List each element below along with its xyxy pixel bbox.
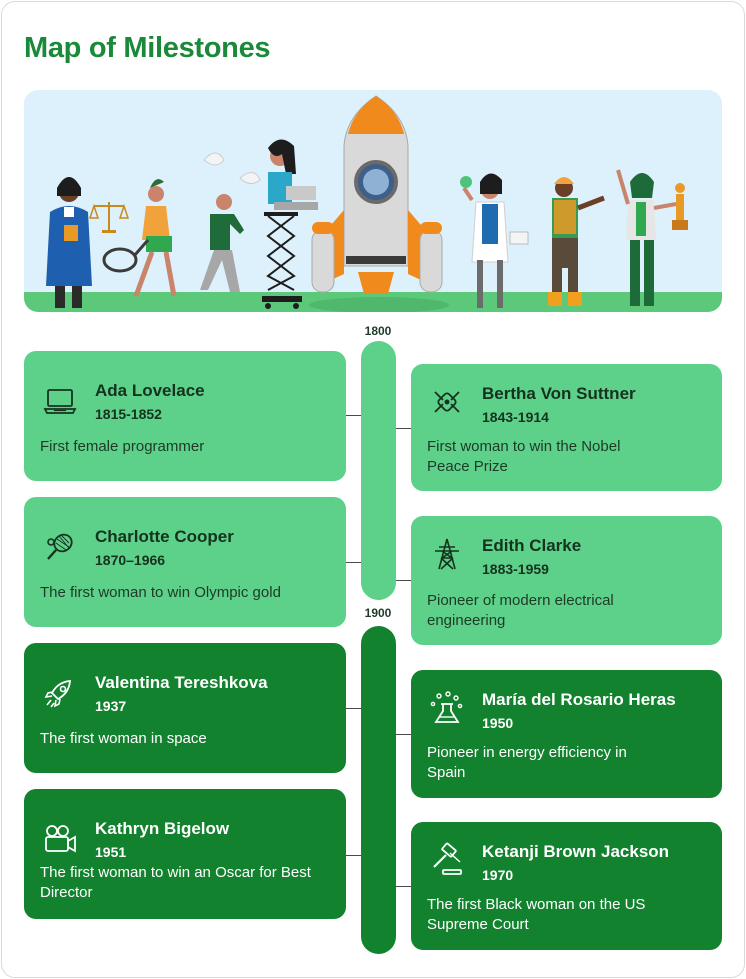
flask-icon (430, 691, 463, 723)
connector (346, 562, 361, 563)
milestone-name: María del Rosario Heras (482, 690, 676, 709)
milestone-description: The first Black woman on the US Supreme … (427, 896, 646, 933)
milestone-description: Pioneer in energy efficiency in Spain (427, 744, 627, 781)
milestone-name: Charlotte Cooper (95, 527, 234, 546)
milestone-card-charlotte-cooper: Charlotte Cooper 1870–1966 The first wom… (24, 497, 346, 627)
rocket-figure (311, 95, 443, 294)
page-title: Map of Milestones (24, 32, 271, 64)
milestone-years: 1843-1914 (482, 409, 549, 425)
dove-icon (434, 391, 460, 413)
connector (396, 886, 411, 887)
milestone-description: First female programmer (40, 438, 205, 455)
laptop-icon (43, 389, 77, 414)
connector (396, 734, 411, 735)
milestone-name: Bertha Von Suttner (482, 384, 636, 403)
milestone-years: 1951 (95, 844, 127, 860)
milestone-name: Edith Clarke (482, 536, 582, 555)
connector (346, 708, 361, 709)
milestone-description: The first woman to win Olympic gold (40, 584, 281, 601)
milestone-card-bertha-von-suttner: Bertha Von Suttner 1843-1914 First woman… (411, 364, 722, 491)
milestone-card-ada-lovelace: Ada Lovelace 1815-1852 First female prog… (24, 351, 346, 481)
movie-camera-icon (45, 825, 76, 853)
gavel-icon (433, 842, 462, 875)
milestone-years: 1883-1959 (482, 561, 549, 577)
milestone-card-edith-clarke: Edith Clarke 1883-1959 Pioneer of modern… (411, 516, 722, 645)
connector (396, 428, 411, 429)
milestone-name: Kathryn Bigelow (95, 819, 230, 838)
milestone-name: Ada Lovelace (95, 381, 205, 400)
milestone-description: The first woman in space (40, 730, 207, 747)
era-label-1800: 1800 (364, 324, 392, 338)
timeline-bar-1900 (361, 626, 396, 954)
milestone-card-valentina-tereshkova: Valentina Tereshkova 1937 The first woma… (24, 643, 346, 773)
connector (346, 855, 361, 856)
power-tower-icon (435, 538, 459, 570)
milestone-card-maria-del-rosario-heras: María del Rosario Heras 1950 Pioneer in … (411, 670, 722, 798)
connector (396, 580, 411, 581)
era-label-1900: 1900 (364, 606, 392, 620)
milestone-years: 1815-1852 (95, 406, 162, 422)
milestone-name: Ketanji Brown Jackson (482, 842, 670, 861)
trophy-figure (616, 169, 688, 306)
judge-figure (46, 177, 130, 308)
tennis-racket-icon (47, 533, 73, 560)
worker-figure (548, 177, 605, 306)
milestone-name: Valentina Tereshkova (95, 673, 268, 692)
milestone-years: 1950 (482, 715, 514, 731)
milestone-years: 1870–1966 (95, 552, 166, 568)
milestone-description: First woman to win the Nobel Peace Prize (427, 438, 621, 475)
milestone-card-ketanji-brown-jackson: Ketanji Brown Jackson 1970 The first Bla… (411, 822, 722, 950)
lift-figure (262, 139, 318, 309)
milestone-years: 1937 (95, 698, 127, 714)
timeline-bar-1800 (361, 341, 396, 600)
connector (346, 415, 361, 416)
tennis-player-figure (102, 179, 177, 297)
hero-illustration (24, 90, 722, 312)
milestone-description: The first woman to win an Oscar for Best… (40, 864, 311, 901)
milestone-years: 1970 (482, 867, 514, 883)
runner-figure (200, 152, 261, 292)
rocket-icon (44, 680, 71, 708)
milestone-description: Pioneer of modern electrical engineering (427, 592, 614, 629)
milestone-card-kathryn-bigelow: Kathryn Bigelow 1951 The first woman to … (24, 789, 346, 919)
scientist-figure (460, 173, 529, 308)
